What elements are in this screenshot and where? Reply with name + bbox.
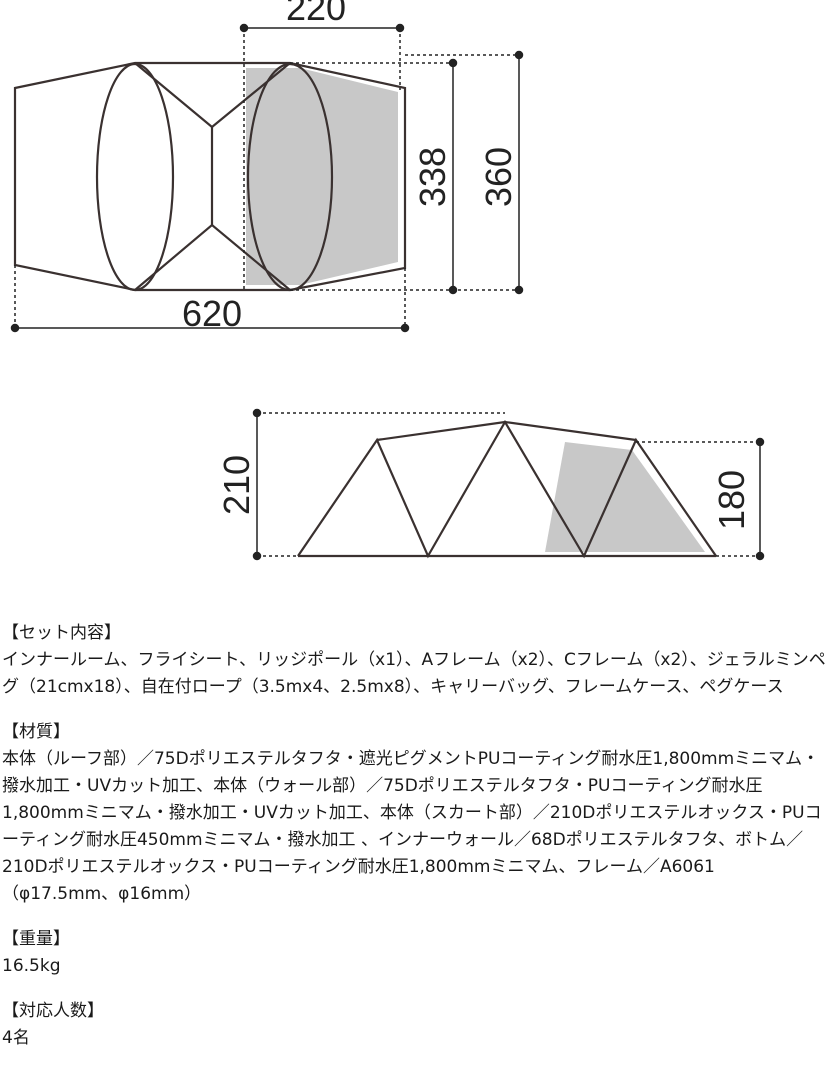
capacity-text: 4名: [2, 1028, 30, 1048]
materials-text: 本体（ルーフ部）／75Dポリエステルタフタ・遮光ピグメントPUコーティング耐水圧…: [2, 749, 822, 904]
set-contents-text: インナールーム、フライシート、リッジポール（x1）、Aフレーム（x2）、Cフレー…: [2, 650, 826, 697]
dim-width-top: 220: [286, 0, 346, 28]
capacity-heading: 【対応人数】: [2, 1001, 104, 1021]
dim-length: 620: [182, 293, 242, 334]
dim-height-max: 210: [216, 455, 257, 515]
dim-height-front: 180: [711, 470, 752, 530]
floor-plan-dimensions: [10, 23, 524, 333]
inner-room-shade: [545, 442, 705, 552]
spec-list: 【セット内容】 インナールーム、フライシート、リッジポール（x1）、Aフレーム（…: [2, 620, 826, 1070]
dim-outer-depth: 360: [478, 147, 519, 207]
weight-text: 16.5kg: [2, 956, 61, 976]
side-view-diagram: [297, 419, 717, 559]
side-view-dimensions: [252, 408, 765, 561]
floor-plan-diagram: [13, 61, 407, 292]
materials-heading: 【材質】: [2, 722, 70, 742]
left-frame: [95, 62, 175, 292]
dim-inner-depth: 338: [412, 147, 453, 207]
weight-heading: 【重量】: [2, 929, 70, 949]
tent-diagrams: 220 338 360 620 210 180: [10, 0, 765, 561]
inner-room-shade: [246, 68, 398, 285]
set-contents-heading: 【セット内容】: [2, 623, 121, 643]
